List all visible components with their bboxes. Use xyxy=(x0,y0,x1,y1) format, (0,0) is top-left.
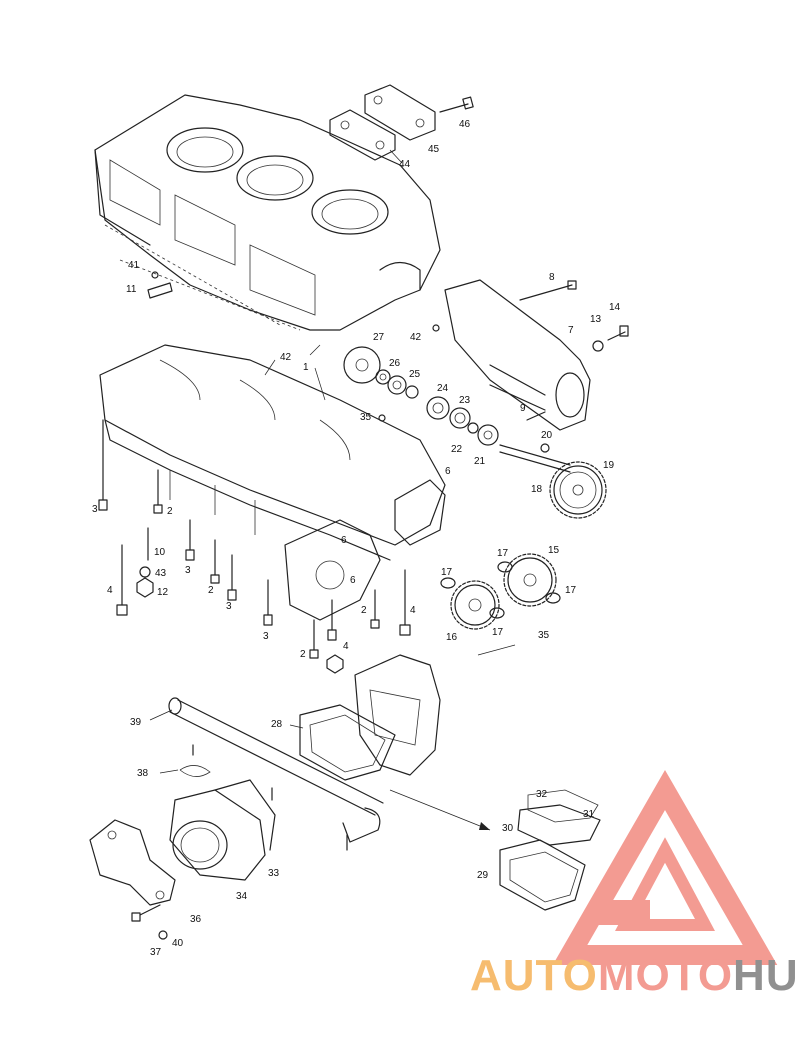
callout-45: 45 xyxy=(428,144,440,155)
pump-housing-7 xyxy=(432,279,629,431)
reed-block-29 xyxy=(499,839,586,911)
callout-2d: 2 xyxy=(300,649,306,660)
callout-12: 12 xyxy=(157,587,169,598)
callout-30: 30 xyxy=(502,823,514,834)
callout-2c: 2 xyxy=(361,605,367,616)
callout-17b: 17 xyxy=(497,548,509,559)
fitting-11 xyxy=(147,271,173,299)
watermark-logo-triangle xyxy=(552,769,778,965)
callout-44: 44 xyxy=(399,159,411,170)
callout-37: 37 xyxy=(150,947,162,958)
callout-3c: 3 xyxy=(226,601,232,612)
callout-46: 46 xyxy=(459,119,471,130)
bolt-46 xyxy=(439,96,474,113)
lower-crankcase xyxy=(99,344,446,621)
callout-42b: 42 xyxy=(280,352,292,363)
callout-14: 14 xyxy=(609,302,621,313)
intake-manifold xyxy=(354,654,441,776)
callout-43: 43 xyxy=(155,568,167,579)
callout-35b: 35 xyxy=(538,630,550,641)
upper-crankcase xyxy=(94,94,441,331)
gears-15-16 xyxy=(440,553,561,656)
callout-15: 15 xyxy=(548,545,560,556)
gaskets-44-45 xyxy=(329,84,436,161)
callout-24: 24 xyxy=(437,383,449,394)
callout-22: 22 xyxy=(451,444,463,455)
pump-shaft-18 xyxy=(499,443,571,473)
callout-20: 20 xyxy=(541,430,553,441)
callout-40: 40 xyxy=(172,938,184,949)
callout-labels: 46 45 44 41 11 8 13 14 42 7 27 42 1 26 2… xyxy=(92,119,621,958)
callout-21: 21 xyxy=(474,456,486,467)
callout-42a: 42 xyxy=(410,332,422,343)
callout-36: 36 xyxy=(190,914,202,925)
callout-4a: 4 xyxy=(107,585,113,596)
callout-3d: 3 xyxy=(263,631,269,642)
callout-34: 34 xyxy=(236,891,248,902)
reed-plates-30-31-32 xyxy=(517,789,601,846)
callout-39: 39 xyxy=(130,717,142,728)
callout-6a: 6 xyxy=(445,466,451,477)
callout-1: 1 xyxy=(303,362,309,373)
callout-4c: 4 xyxy=(343,641,349,652)
bracket-36 xyxy=(89,819,176,940)
callout-31: 31 xyxy=(583,809,595,820)
callout-26: 26 xyxy=(389,358,401,369)
callout-19: 19 xyxy=(603,460,615,471)
callout-3b: 3 xyxy=(185,565,191,576)
callout-8: 8 xyxy=(549,272,555,283)
carb-adapter-33-34 xyxy=(169,779,276,881)
leader-lines xyxy=(149,149,403,774)
callout-3a: 3 xyxy=(92,504,98,515)
callout-6c: 6 xyxy=(350,575,356,586)
callout-2a: 2 xyxy=(167,506,173,517)
callout-27: 27 xyxy=(373,332,385,343)
watermark-text: AUTOMOTOHUB xyxy=(470,951,800,1000)
callout-9: 9 xyxy=(520,403,526,414)
callout-4b: 4 xyxy=(410,605,416,616)
callout-2b: 2 xyxy=(208,585,214,596)
callout-29: 29 xyxy=(477,870,489,881)
automotohub-watermark: AUTOMOTOHUB xyxy=(470,769,800,1000)
callout-10: 10 xyxy=(154,547,166,558)
callout-13: 13 xyxy=(590,314,602,325)
callout-6b: 6 xyxy=(341,535,347,546)
callout-17a: 17 xyxy=(441,567,453,578)
callout-32: 32 xyxy=(536,789,548,800)
callout-38: 38 xyxy=(137,768,149,779)
bearing-stack xyxy=(343,346,499,446)
callout-17c: 17 xyxy=(565,585,577,596)
callout-25: 25 xyxy=(409,369,421,380)
callout-18: 18 xyxy=(531,484,543,495)
callout-33: 33 xyxy=(268,868,280,879)
callout-23: 23 xyxy=(459,395,471,406)
callout-7: 7 xyxy=(568,325,574,336)
reed-valve-28 xyxy=(299,704,396,781)
callout-35a: 35 xyxy=(360,412,372,423)
callout-17d: 17 xyxy=(492,627,504,638)
callout-16: 16 xyxy=(446,632,458,643)
rail-39 xyxy=(168,697,384,851)
callout-28: 28 xyxy=(271,719,283,730)
callout-41: 41 xyxy=(128,260,140,271)
gear-19 xyxy=(549,461,607,519)
callout-11: 11 xyxy=(126,284,137,295)
assembly-arrow xyxy=(389,789,491,831)
crankcase-bolts xyxy=(98,419,411,674)
